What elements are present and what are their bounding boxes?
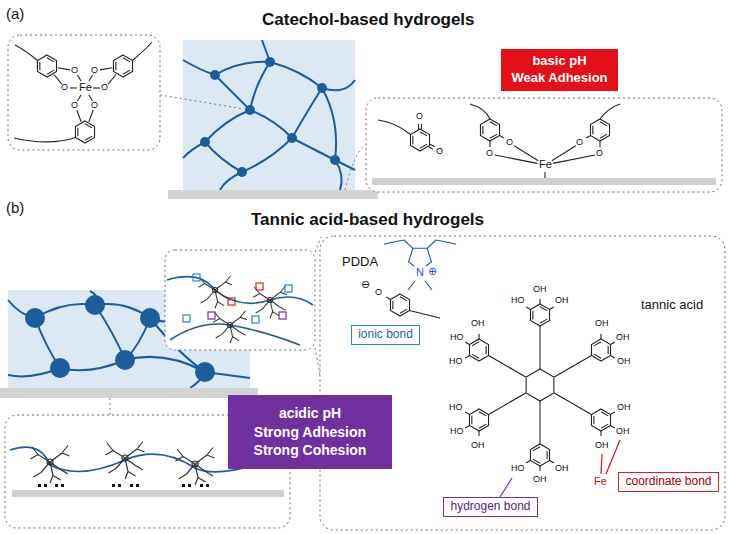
- atom-label: O: [506, 138, 513, 147]
- box-text: acidic pH: [279, 404, 341, 423]
- atom-label: O: [71, 101, 78, 110]
- atom-label: ⊖: [361, 279, 370, 291]
- box-text: Strong Adhesion: [254, 423, 366, 442]
- panel-letter: (b): [6, 200, 24, 216]
- atom-label: Fe: [539, 159, 552, 171]
- atom-label: HO: [450, 427, 464, 436]
- atom-label: N: [416, 267, 424, 279]
- bond-tag: ionic bond: [351, 325, 420, 345]
- atom-label: OH: [595, 441, 609, 450]
- atom-label: OH: [616, 427, 630, 436]
- atom-label: HO: [449, 403, 463, 412]
- atom-label: OH: [471, 319, 485, 328]
- atom-label: O: [91, 66, 98, 75]
- molecule-inset: [320, 236, 725, 530]
- box-text: Strong Cohesion: [254, 441, 367, 460]
- atom-label: OH: [555, 464, 569, 473]
- atom-label: OH: [471, 441, 485, 450]
- atom-label: O: [91, 101, 98, 110]
- panel-title: Catechol-based hydrogels: [262, 11, 475, 29]
- metal-label: Fe: [594, 476, 607, 488]
- atom-label: O: [576, 138, 583, 147]
- atom-label: O: [486, 149, 493, 158]
- structure-label: tannic acid: [641, 298, 703, 312]
- panel-title: Tannic acid-based hydrogels: [251, 211, 484, 229]
- atom-label: O: [596, 149, 603, 158]
- box-text: Weak Adhesion: [511, 70, 607, 87]
- condition-box: acidic pHStrong AdhesionStrong Cohesion: [228, 395, 392, 469]
- bond-tag: hydrogen bond: [443, 497, 538, 517]
- surface-inset: [366, 98, 722, 192]
- atom-label: O: [101, 83, 108, 92]
- atom-label: OH: [617, 357, 631, 366]
- catechol-inset: [8, 35, 160, 150]
- atom-label: O: [71, 66, 78, 75]
- atom-label: HO: [450, 333, 464, 342]
- network-inset: [165, 250, 315, 350]
- atom-label: OH: [533, 475, 547, 484]
- atom-label: HO: [511, 464, 525, 473]
- box-text: basic pH: [532, 53, 586, 70]
- atom-label: Fe: [79, 82, 92, 94]
- panel-letter: (a): [6, 6, 24, 22]
- atom-label: ⊕: [428, 266, 437, 278]
- box-text: hydrogen bond: [450, 500, 530, 514]
- atom-label: HO: [449, 357, 463, 366]
- box-text: ionic bond: [358, 328, 413, 342]
- atom-label: OH: [595, 319, 609, 328]
- bond-tag: coordinate bond: [618, 472, 719, 492]
- atom-label: O: [61, 83, 68, 92]
- zoom-leader: [160, 95, 366, 190]
- atom-label: O: [375, 288, 382, 297]
- condition-box: basic pHWeak Adhesion: [501, 49, 618, 91]
- structure-label: PDDA: [342, 255, 378, 269]
- atom-label: OH: [555, 296, 569, 305]
- atom-label: OH: [533, 285, 547, 294]
- atom-label: OH: [617, 403, 631, 412]
- gel-network: [168, 40, 378, 199]
- atom-label: O: [416, 112, 423, 121]
- atom-label: HO: [511, 296, 525, 305]
- atom-label: OH: [616, 333, 630, 342]
- zoom-leader: [110, 237, 321, 415]
- atom-label: O: [436, 147, 443, 156]
- box-text: coordinate bond: [625, 475, 711, 489]
